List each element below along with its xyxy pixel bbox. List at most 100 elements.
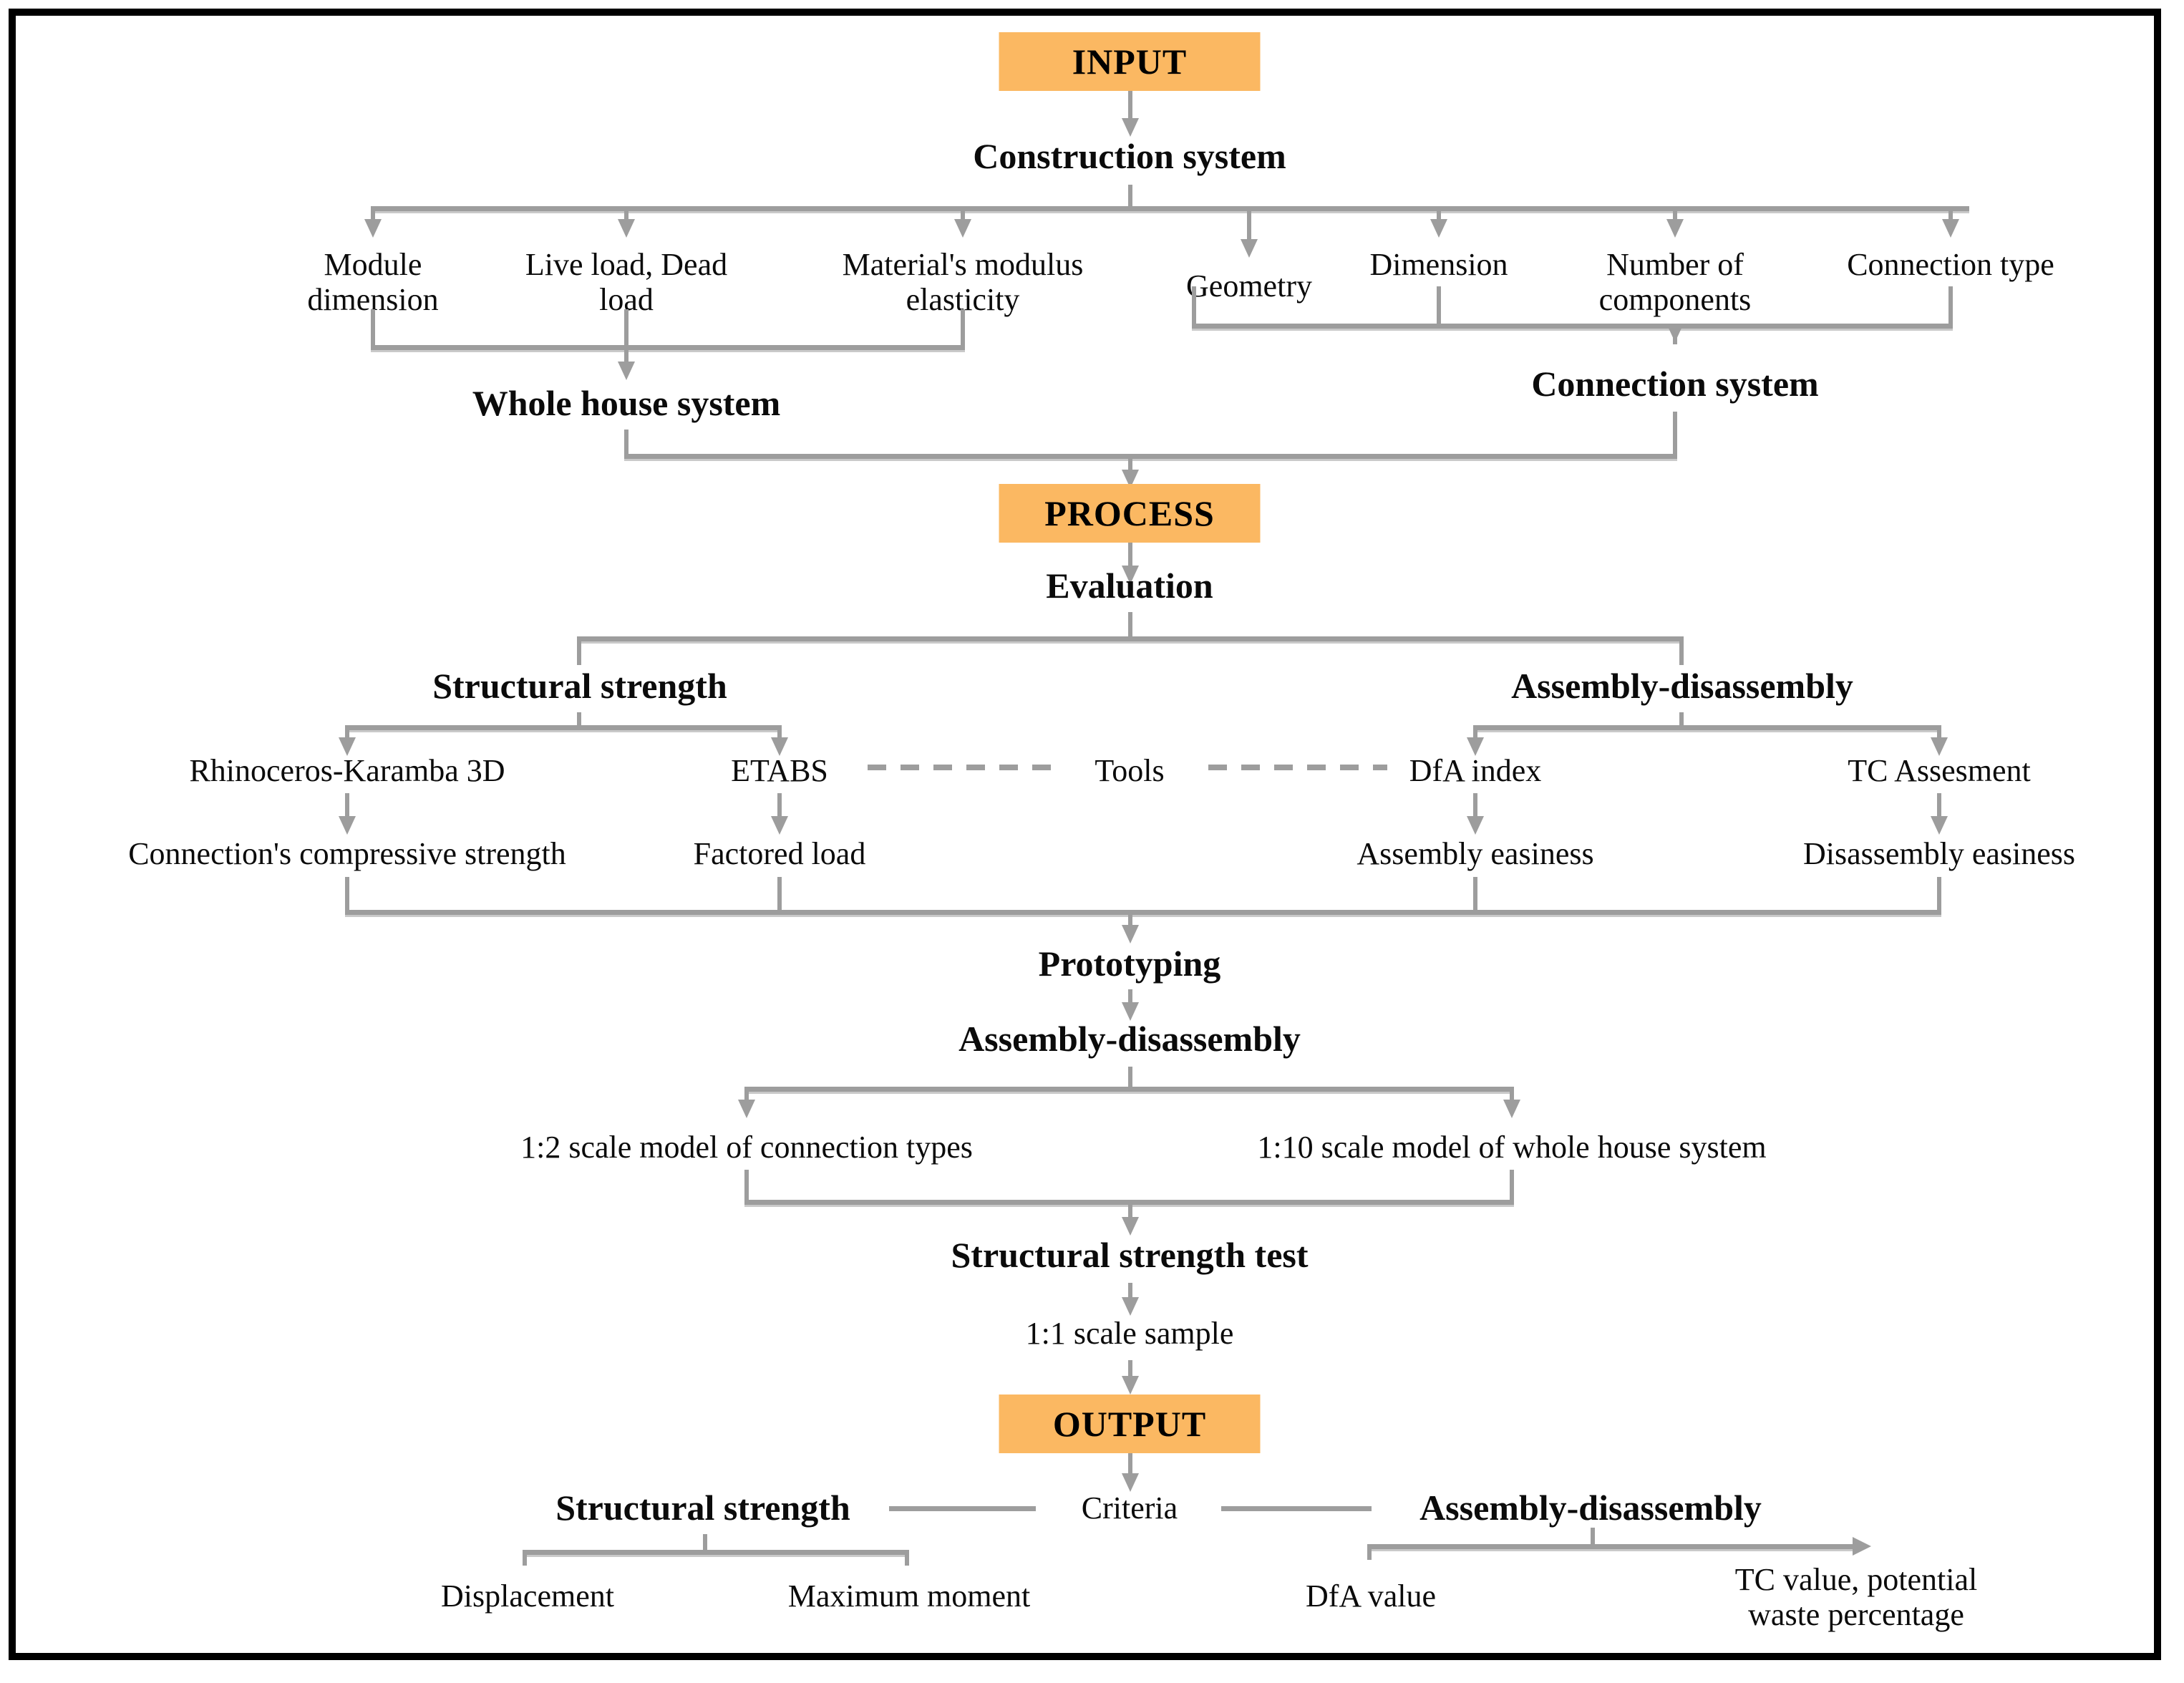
models-merge-drop	[1128, 1205, 1132, 1222]
connector-sub-to-models	[1128, 1067, 1132, 1091]
prototyping-merge-leg-2	[777, 877, 782, 914]
stage-box-input: INPUT	[999, 32, 1261, 91]
output-result-displacement: Displacement	[441, 1578, 614, 1614]
diagram-outer-border	[9, 9, 2161, 1660]
tools-split-bar-right	[1473, 725, 1941, 730]
connector-number-of-components	[1673, 206, 1677, 223]
tool-etabs: ETABS	[731, 753, 828, 788]
prototyping-merge-leg-3	[1473, 877, 1477, 914]
output-bracket-right-stub	[1591, 1528, 1595, 1546]
arrow-dfa-output	[1467, 816, 1484, 835]
connector-geometry	[1247, 206, 1251, 243]
arrow-module-dimension	[364, 219, 382, 238]
merge-left-leg-1	[371, 309, 375, 349]
merge-left-bar	[371, 345, 965, 350]
output-bracket-left	[523, 1550, 909, 1555]
input-item-dimension: Dimension	[1369, 247, 1508, 282]
evaluation-split-leg-left	[577, 636, 581, 665]
tool-rhinoceros-karamba-3d: Rhinoceros-Karamba 3D	[189, 753, 505, 788]
connector-tc-output	[1937, 793, 1941, 820]
arrow-to-structural-test	[1122, 1217, 1139, 1236]
input-result-connection-system: Connection system	[1531, 364, 1819, 404]
arrow-prototyping-to-sub	[1122, 1002, 1139, 1021]
tools-center-label: Tools	[1095, 753, 1165, 788]
models-merge-leg-left	[744, 1170, 749, 1204]
input-item-live-dead-load: Live load, Dead load	[525, 247, 728, 318]
tools-leg-dfa	[1473, 725, 1477, 742]
output-criteria-label: Criteria	[1081, 1490, 1178, 1526]
arrow-test-to-sample	[1122, 1297, 1139, 1316]
model-1-10-scale-whole-house: 1:10 scale model of whole house system	[1257, 1130, 1767, 1165]
dashed-link-tools-dfa	[1208, 765, 1387, 770]
input-item-geometry: Geometry	[1186, 268, 1312, 304]
arrow-material-modulus	[954, 219, 971, 238]
prototyping-merge-bar	[345, 910, 1941, 915]
output-branch-structural-strength: Structural strength	[555, 1488, 850, 1528]
tool-output-disassembly-easiness: Disassembly easiness	[1802, 836, 2076, 871]
connector-test-to-sample	[1128, 1283, 1132, 1304]
process-branch-structural-strength: Structural strength	[432, 666, 727, 706]
tool-output-connection-compressive-strength: Connection's compressive strength	[128, 836, 566, 871]
criteria-link-left	[889, 1506, 1036, 1511]
models-merge-bar	[744, 1200, 1514, 1205]
arrow-etabs	[771, 737, 788, 756]
prototyping-merge-leg-4	[1937, 877, 1941, 914]
prototyping-merge-leg-1	[345, 877, 349, 914]
prototyping-heading: Prototyping	[1038, 944, 1221, 984]
model-1-2-scale-connection-types: 1:2 scale model of connection types	[520, 1130, 973, 1165]
stage-box-output: OUTPUT	[999, 1395, 1261, 1453]
merge-right-leg-1	[1192, 286, 1196, 328]
evaluation-split-leg-right	[1679, 636, 1684, 665]
evaluation-split-bar	[577, 636, 1684, 641]
process-branch-assembly-disassembly: Assembly-disassembly	[1511, 666, 1853, 706]
connector-dfa-output	[1473, 793, 1477, 820]
connector-input-to-heading	[1128, 91, 1132, 122]
output-bracket-left-stub	[703, 1534, 707, 1553]
output-result-tc-value: TC value, potential waste percentage	[1734, 1562, 1978, 1633]
merge-left-leg-3	[961, 309, 965, 349]
structural-test-sample: 1:1 scale sample	[1025, 1316, 1234, 1351]
tool-output-assembly-easiness: Assembly easiness	[1356, 836, 1594, 871]
arrow-output-to-criteria	[1122, 1473, 1139, 1492]
merge-right-leg-2	[1437, 286, 1441, 328]
arrow-dfa	[1467, 737, 1484, 756]
models-split-bar	[744, 1087, 1514, 1092]
prototyping-merge-drop	[1128, 915, 1132, 931]
criteria-link-right	[1221, 1506, 1372, 1511]
process-merge-leg-left	[624, 430, 628, 458]
tools-split-bar-left	[345, 725, 782, 730]
arrow-sample-to-output	[1122, 1376, 1139, 1395]
arrow-geometry	[1241, 239, 1258, 258]
arrow-output-bracket-right	[1853, 1537, 1871, 1556]
tool-output-factored-load: Factored load	[693, 836, 866, 871]
output-bracket-left-cap-end	[905, 1550, 909, 1566]
models-leg-left	[744, 1087, 749, 1105]
tools-split-stub-right	[1679, 712, 1684, 728]
tools-leg-etabs	[777, 725, 782, 742]
process-merge-drop	[1128, 459, 1132, 475]
merge-right-bar	[1192, 324, 1953, 329]
models-merge-leg-right	[1510, 1170, 1514, 1204]
connector-heading-to-bar	[1128, 185, 1132, 210]
input-heading: Construction system	[973, 136, 1286, 176]
input-item-material-modulus: Material's modulus elasticity	[842, 247, 1084, 318]
arrow-input-to-heading	[1122, 118, 1139, 137]
arrow-rhino	[339, 737, 356, 756]
connector-output-to-criteria	[1128, 1453, 1132, 1479]
arrow-connection-type	[1942, 219, 1959, 238]
arrow-whole-house-system	[618, 362, 635, 380]
output-bracket-left-cap-start	[523, 1550, 527, 1566]
merge-left-drop	[624, 350, 628, 366]
arrow-process-to-evaluation	[1122, 566, 1139, 584]
connector-evaluation-drop	[1128, 612, 1132, 641]
input-item-number-of-components: Number of components	[1598, 247, 1752, 318]
models-leg-right	[1510, 1087, 1514, 1105]
process-merge-leg-right	[1673, 412, 1677, 458]
structural-strength-test-heading: Structural strength test	[951, 1235, 1309, 1275]
connector-connection-type	[1948, 206, 1953, 223]
arrow-connection-system	[1666, 324, 1684, 342]
arrow-to-prototyping	[1122, 925, 1139, 944]
tool-dfa-index: DfA index	[1409, 753, 1542, 788]
connector-etabs-output	[777, 793, 782, 820]
